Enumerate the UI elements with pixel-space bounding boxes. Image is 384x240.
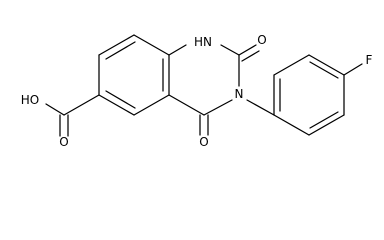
bond-f5-f6 bbox=[273, 114, 310, 136]
bond-c8-c7 bbox=[98, 34, 135, 56]
bond-n3-c4 bbox=[203, 99, 233, 116]
bond-f2-f3-inner bbox=[309, 61, 339, 79]
atom-label-n-imide: N bbox=[235, 87, 244, 101]
bond-c8a-n1 bbox=[168, 44, 187, 56]
bond-f4-f5 bbox=[308, 114, 345, 136]
bond-n3-aryl bbox=[246, 99, 275, 116]
bond-lines bbox=[45, 34, 363, 137]
bond-c8a-c8 bbox=[133, 34, 170, 56]
atom-label-fluorine: F bbox=[366, 53, 373, 67]
bond-c4-c4a bbox=[168, 94, 205, 116]
bond-c6-cooh bbox=[63, 94, 100, 116]
bond-c2-o2-double bbox=[241, 50, 260, 62]
bond-c6-c5-inner bbox=[105, 90, 136, 109]
bond-c2-o2 bbox=[238, 44, 257, 56]
atom-label-o-top: O bbox=[257, 33, 266, 47]
atom-label-o-acid: O bbox=[59, 135, 68, 149]
atom-label-nh: HN bbox=[194, 35, 212, 49]
atom-label-hydroxyl: HO bbox=[21, 93, 39, 107]
bond-n1-c2 bbox=[220, 44, 240, 56]
bond-f3-F bbox=[343, 63, 363, 76]
bond-cooh-oh bbox=[45, 103, 65, 116]
atom-label-o-bottom: O bbox=[199, 135, 208, 149]
bond-c5-c4a bbox=[133, 94, 170, 116]
bond-c8-c7-inner bbox=[105, 41, 136, 60]
bond-f1-f2 bbox=[273, 54, 310, 76]
structure-drawing: HN O N O F HO O bbox=[21, 33, 373, 149]
bond-c6-c5 bbox=[98, 94, 135, 116]
bond-f4-f5-inner bbox=[309, 111, 339, 129]
bond-f2-f3 bbox=[308, 54, 345, 76]
